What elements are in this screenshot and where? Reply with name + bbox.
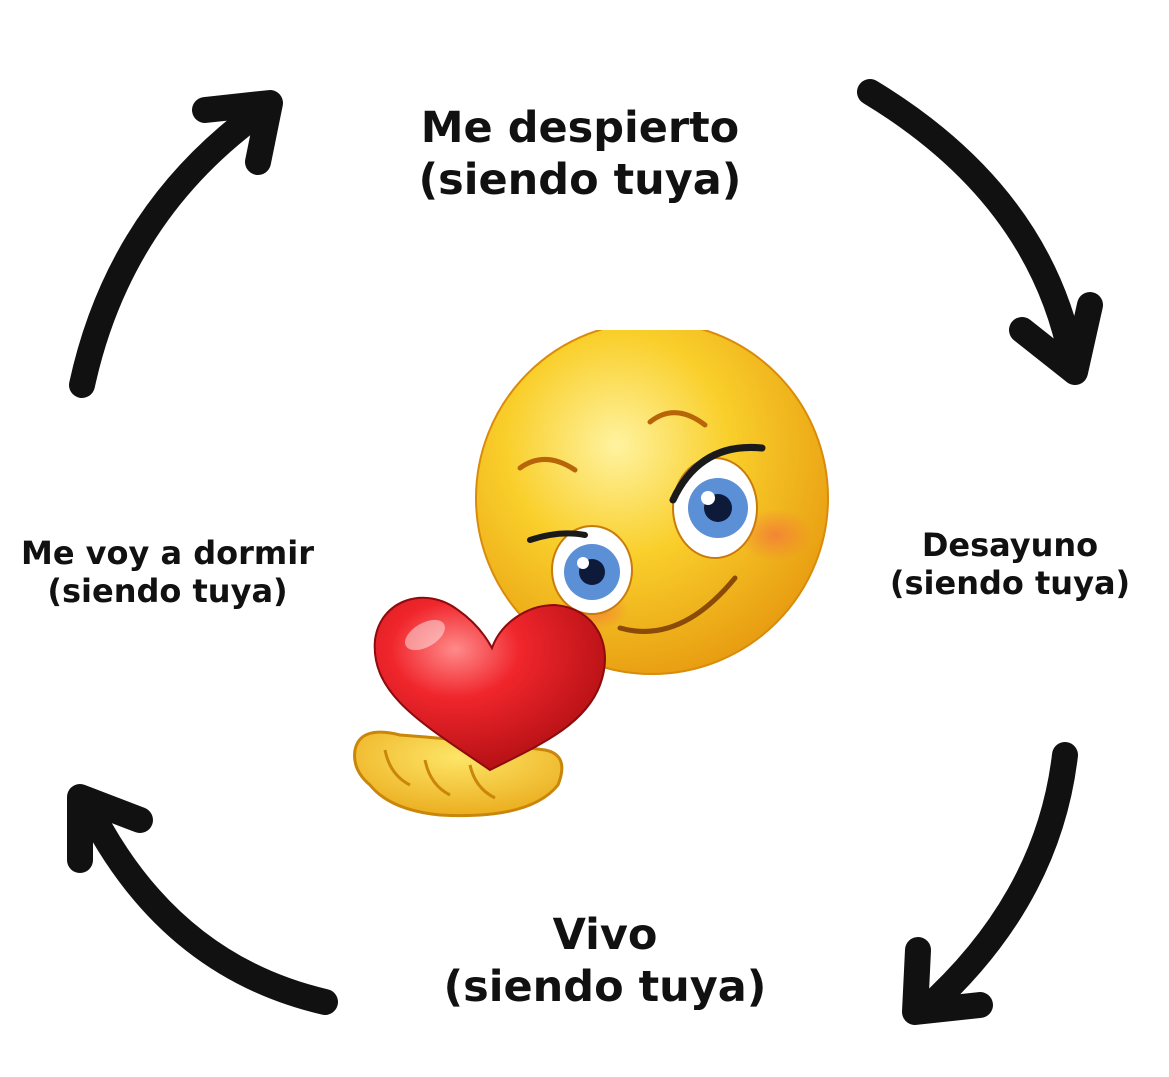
- arrow-left-to-top: [69, 90, 283, 398]
- heart-icon: [373, 596, 606, 772]
- step-live: Vivo (siendo tuya): [355, 910, 855, 1013]
- step-wake-up-title: Me despierto: [420, 103, 740, 153]
- left-eye: [527, 525, 633, 615]
- center-illustration: [330, 330, 880, 850]
- smiley-face: [475, 330, 829, 675]
- arrow-top-to-right: [857, 79, 1103, 385]
- arrow-bottom-to-left: [67, 784, 338, 1015]
- arrow-right-to-bottom: [902, 742, 1078, 1025]
- step-wake-up: Me despierto (siendo tuya): [330, 103, 830, 206]
- step-wake-up-subtitle: (siendo tuya): [418, 154, 742, 205]
- step-go-to-sleep-subtitle: (siendo tuya): [47, 572, 288, 611]
- step-go-to-sleep-title: Me voy a dormir: [20, 534, 315, 572]
- step-go-to-sleep: Me voy a dormir (siendo tuya): [0, 534, 335, 611]
- step-breakfast-subtitle: (siendo tuya): [889, 564, 1131, 603]
- step-breakfast-title: Desayuno: [921, 526, 1099, 564]
- right-eye: [669, 443, 766, 559]
- step-breakfast: Desayuno (siendo tuya): [860, 526, 1160, 603]
- step-live-title: Vivo: [552, 910, 658, 960]
- smiley-offering-heart-icon: [353, 330, 829, 818]
- step-live-subtitle: (siendo tuya): [443, 961, 767, 1012]
